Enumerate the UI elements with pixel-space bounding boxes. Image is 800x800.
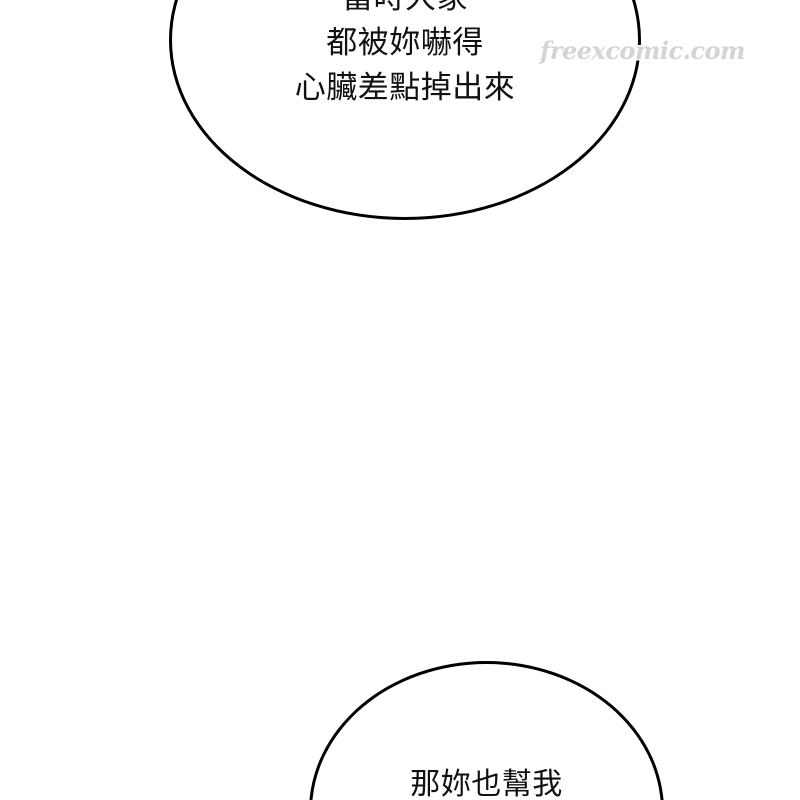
speech-bubble-top-text: 當時大家 都被妳嚇得 心臟差點掉出來 xyxy=(169,0,641,111)
dialogue-line: 那妳也幫我 xyxy=(410,767,563,800)
dialogue-line: 當時大家 xyxy=(169,0,641,21)
speech-bubble-bottom-text: 那妳也幫我 xyxy=(309,763,664,800)
dialogue-line: 都被妳嚇得 xyxy=(326,25,484,61)
dialogue-line: 心臟差點掉出來 xyxy=(294,70,516,106)
